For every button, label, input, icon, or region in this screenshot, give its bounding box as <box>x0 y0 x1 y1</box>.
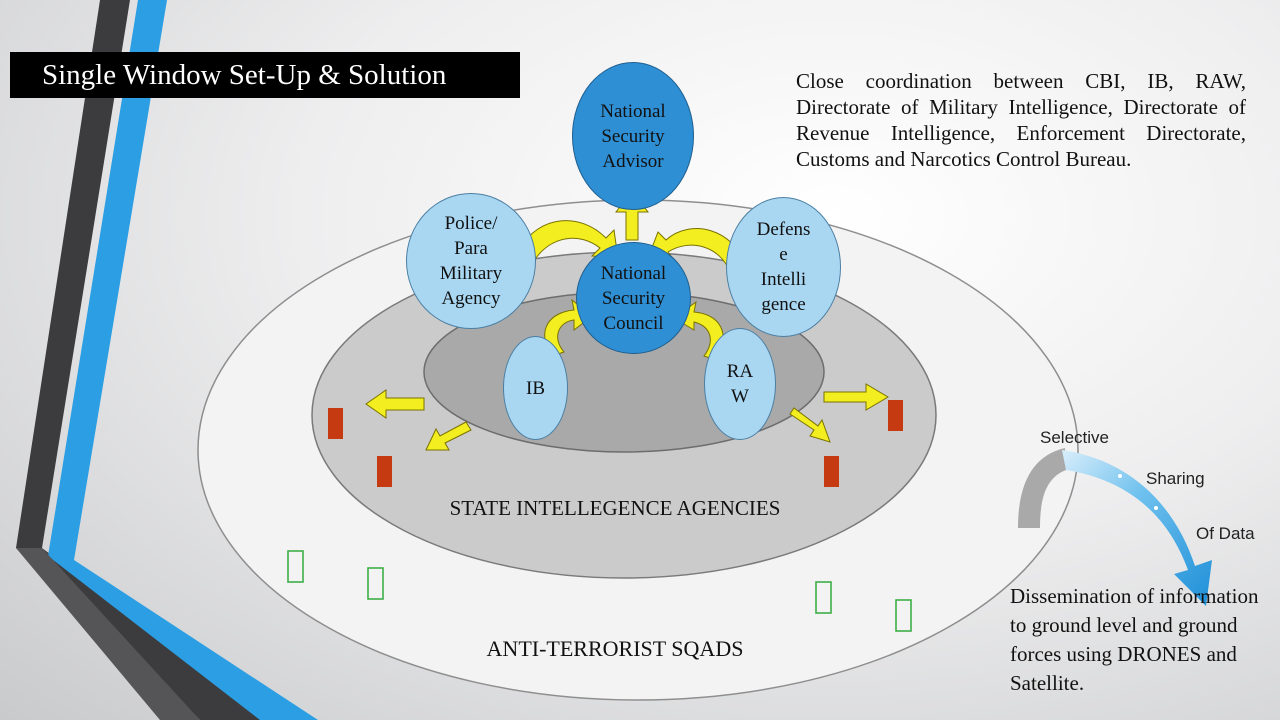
arrow-left-upper <box>365 389 425 419</box>
state-intelligence-label: STATE INTELLEGENCE AGENCIES <box>449 496 781 520</box>
dissemination-text: Dissemination of information to ground l… <box>1010 584 1259 695</box>
arrow-right-upper <box>823 383 889 411</box>
green-marker <box>367 567 384 600</box>
node-raw: RA W <box>704 328 776 440</box>
node-ib: IB <box>503 336 568 440</box>
node-national-security-council: National Security Council <box>576 242 691 354</box>
red-marker <box>888 400 903 431</box>
title-bar <box>10 52 520 98</box>
coordination-text: Close coordination between CBI, IB, RAW,… <box>796 69 1246 171</box>
slide-title: Single Window Set-Up & Solution <box>42 59 447 91</box>
arrow-right-lower <box>789 407 831 443</box>
green-marker <box>815 581 832 614</box>
anti-terrorist-label: ANTI-TERRORIST SQADS <box>486 636 744 661</box>
selective-label: Selective <box>1040 428 1109 447</box>
selective-sharing-arrow <box>1018 448 1212 606</box>
arrow-left-lower <box>425 421 472 451</box>
red-marker <box>328 408 343 439</box>
red-marker <box>377 456 392 487</box>
red-marker <box>824 456 839 487</box>
green-marker <box>895 599 912 632</box>
red-markers <box>328 400 903 487</box>
node-police-para-military: Police/ Para Military Agency <box>406 193 536 329</box>
green-markers <box>287 550 912 632</box>
sharing-label: Sharing <box>1146 469 1205 488</box>
of-data-label: Of Data <box>1196 524 1255 543</box>
green-marker <box>287 550 304 583</box>
decorative-stripes <box>16 0 318 720</box>
node-defense-intelligence: Defens e Intelli gence <box>726 197 841 337</box>
node-national-security-advisor: National Security Advisor <box>572 62 694 210</box>
